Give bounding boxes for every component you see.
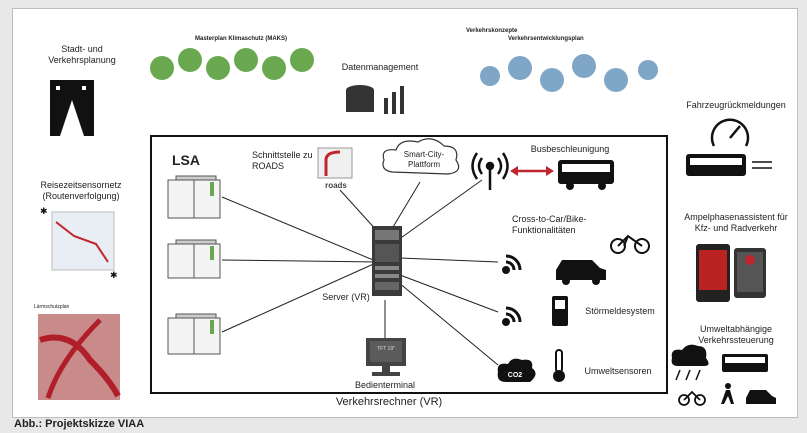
- bus-priority-label: Busbeschleunigung: [530, 144, 610, 154]
- monitor-icon: [366, 338, 406, 376]
- lsa-label: LSA: [172, 152, 200, 168]
- bus-icon-right: [686, 154, 772, 176]
- co2-label: CO2: [507, 372, 523, 379]
- thermometer-icon: [553, 349, 565, 382]
- bidirectional-arrow: [510, 166, 554, 176]
- bluetooth-icon-2: ✱: [110, 271, 118, 281]
- connection-lines: [221, 179, 499, 366]
- line-lsa-2: [221, 259, 379, 263]
- lsa-cabinet-3: [167, 313, 221, 355]
- c2x-label: Cross-to-Car/Bike-Funktionalitäten: [512, 214, 587, 235]
- monitor-text: TFT 19": [377, 346, 395, 352]
- wifi-icon-2: [502, 306, 522, 326]
- terminal-label: Bedienterminal: [354, 380, 416, 390]
- concept-gears-icon: [480, 54, 658, 92]
- line-roads: [339, 189, 379, 233]
- line-c2x: [399, 257, 499, 263]
- vr-title: Verkehrsrechner (VR): [335, 396, 443, 408]
- noise-map-icon: [38, 314, 121, 400]
- server-icon: [372, 226, 402, 296]
- smart-city-label: Smart-City-Plattform: [403, 150, 445, 169]
- city-icon: [50, 80, 94, 136]
- car-icon-center: [556, 260, 606, 285]
- traffic-computer-box: [150, 135, 668, 394]
- data-mgmt-label: Datenmanagement: [341, 62, 419, 72]
- lsa-cabinet-1: [167, 175, 221, 219]
- figure-caption: Abb.: Projektskizze VIAA: [14, 418, 145, 430]
- speedometer-icon: [710, 118, 750, 147]
- wifi-icon-1: [502, 254, 522, 274]
- lsa-cabinet-2: [167, 239, 221, 279]
- roads-logo: [317, 147, 353, 179]
- traffic-dev-plan-label: Verkehrsentwicklungsplan: [508, 36, 584, 42]
- server-label: Server (VR): [322, 292, 370, 302]
- line-env: [397, 281, 499, 366]
- antenna-icon: [471, 152, 509, 190]
- fault-report-label: Störmeldesystem: [585, 306, 655, 316]
- vehicle-feedback-label: Fahrzeugrückmeldungen: [686, 100, 786, 110]
- bluetooth-icon-1: ✱: [40, 207, 48, 217]
- bus-icon-env: [722, 354, 768, 372]
- noise-plan-label: Lärmschutzplan: [34, 304, 70, 310]
- line-lsa-1: [221, 196, 379, 263]
- maks-label: Masterplan Klimaschutz (MAKS): [194, 36, 287, 42]
- smartphone-app-icon: [696, 244, 766, 302]
- line-smart-city: [389, 181, 421, 233]
- route-map-icon: [51, 211, 115, 271]
- database-icon: [346, 85, 404, 114]
- bike-icon-env: [678, 390, 706, 406]
- env-sensors-label: Umweltsensoren: [584, 366, 652, 376]
- car-icon-env: [746, 390, 776, 404]
- traffic-light-assistant-label: Ampelphasenassistent für Kfz- und Radver…: [684, 212, 788, 233]
- interface-label: Schnittstelle zu ROADS: [252, 150, 313, 171]
- env-control-label: Umweltabhängige Verkehrssteuerung: [698, 324, 774, 345]
- travel-sensor-label: Reisezeitsensornetz (Routenverfolgung): [40, 180, 122, 201]
- planning-label: Stadt- und Verkehrsplanung: [48, 44, 116, 65]
- phone-icon: [552, 296, 568, 326]
- line-fault: [399, 274, 499, 313]
- traffic-concepts-label: Verkehrskonzepte: [466, 28, 518, 34]
- co2-cloud-icon: [497, 358, 536, 382]
- line-bus: [397, 179, 483, 241]
- line-lsa-3: [221, 261, 379, 333]
- pedestrian-icon: [721, 383, 734, 404]
- bike-icon-center: [610, 234, 650, 254]
- roads-logo-text: roads: [325, 181, 347, 190]
- maks-gears-icon: [150, 48, 314, 80]
- bus-icon-center: [558, 160, 614, 190]
- rain-cloud-icon: [671, 344, 709, 381]
- smart-city-cloud: [382, 138, 460, 175]
